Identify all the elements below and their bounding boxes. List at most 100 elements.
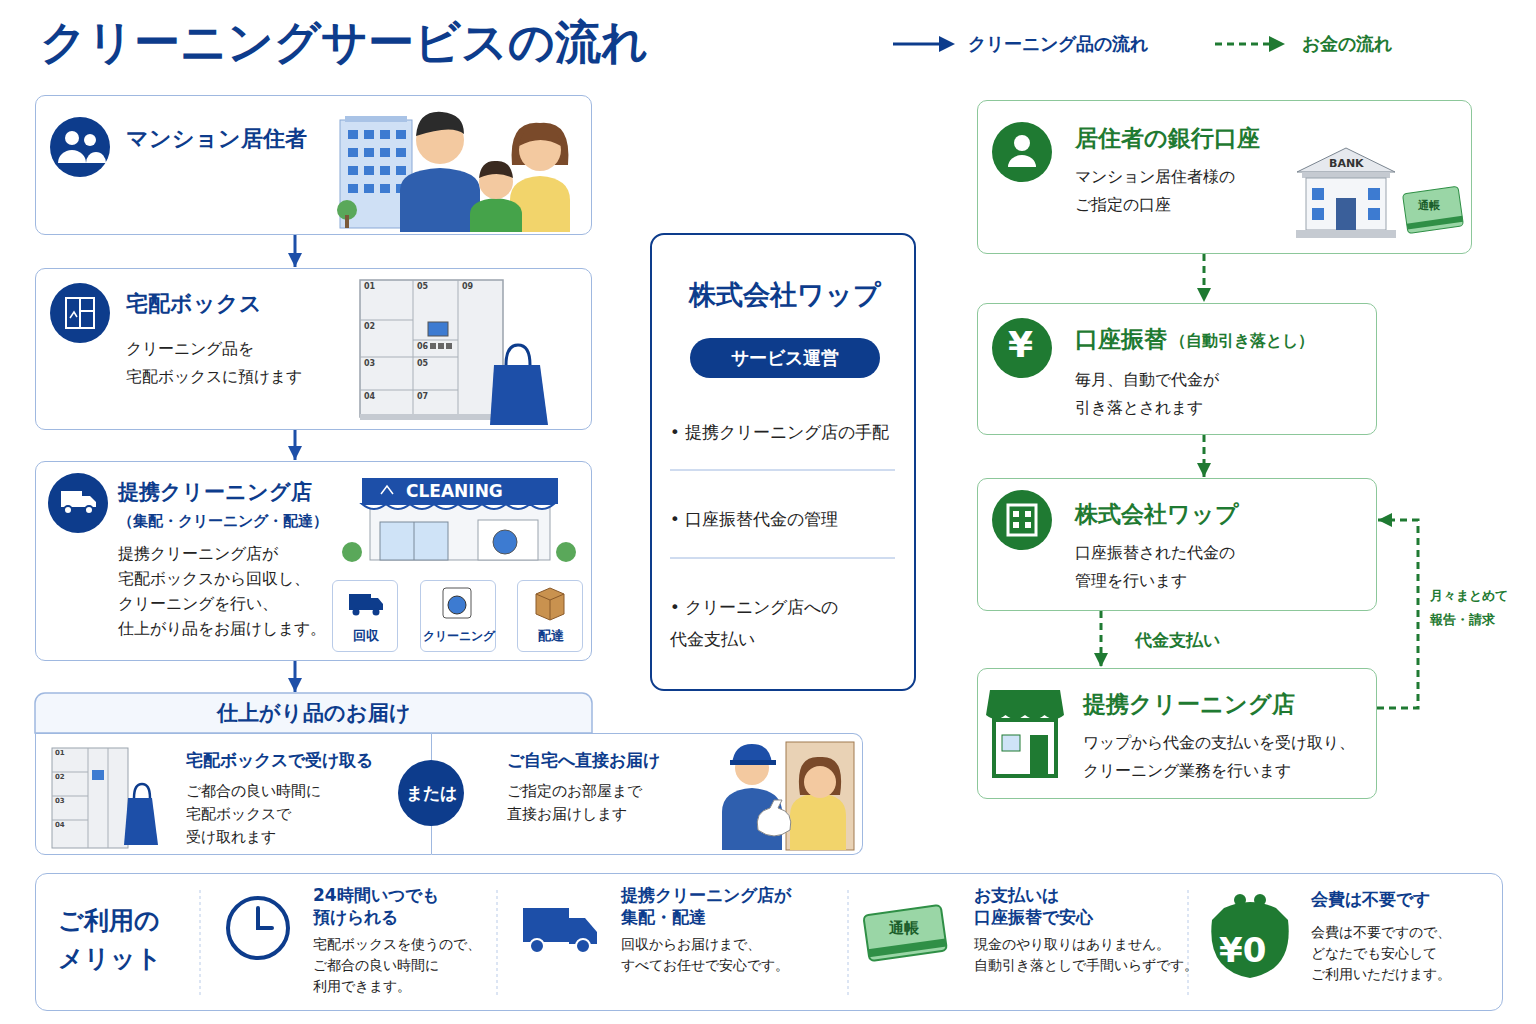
money-flow-arrow <box>1203 435 1206 477</box>
node-text: ワップから代金の支払いを受け取り、 クリーニング業務を行います <box>1083 729 1368 785</box>
delivery-band: 仕上がり品のお届け宅配ボックスで受け取るご都合の良い時間に 宅配ボックスで 受け… <box>35 693 863 855</box>
purse-icon <box>1211 894 1288 978</box>
node-text: 口座振替された代金の 管理を行います <box>1075 539 1275 595</box>
step-box: クリーニング <box>420 580 496 652</box>
divider <box>670 470 895 471</box>
band-header <box>35 693 592 733</box>
page-title: クリーニングサービスの流れ <box>40 12 648 74</box>
apartment-building <box>337 116 416 228</box>
node-heading: または <box>398 781 464 805</box>
node-text: 現金のやり取りはありません。 自動引き落としで手間いらずです。 <box>974 934 1202 976</box>
merit-item: お支払いは 口座振替で安心現金のやり取りはありません。 自動引き落としで手間いら… <box>856 880 1201 1006</box>
operator-box: 株式会社ワップ • 提携クリーニング店の手配 • 口座振替代金の管理 • クリーニング… <box>650 233 916 691</box>
node-text: • 口座振替代金の管理 <box>670 507 914 533</box>
residents-icon <box>50 117 110 177</box>
node-text: ご指定のお部屋まで 直接お届けします <box>507 780 672 826</box>
item-flow-arrow <box>294 661 297 692</box>
money-flow-arrow <box>1203 254 1206 302</box>
illustration-label: 05 <box>417 283 428 292</box>
passbook-merit <box>863 905 947 961</box>
node-text: 提携クリーニング店が 宅配ボックスから回収し、 クリーニングを行い、 仕上がり品… <box>118 542 348 642</box>
node-heading: 宅配ボックスで受け取る <box>186 748 416 772</box>
illustration-label: CLEANING <box>406 482 503 501</box>
home-option: ご自宅へ直接お届けご指定のお部屋まで 直接お届けします <box>432 733 863 855</box>
illustration-label: 01 <box>364 283 375 292</box>
merit-item: 提携クリーニング店が 集配・配達回収からお届けまで、 すべてお任せで安心です。 <box>516 880 846 1006</box>
item-flow-arrow <box>294 430 297 460</box>
bank-building <box>1296 148 1396 238</box>
company-icon <box>992 490 1052 550</box>
illustration-label: 02 <box>364 323 375 332</box>
pickup-option: 宅配ボックスで受け取るご都合の良い時間に 宅配ボックスで 受け取れます <box>35 733 432 855</box>
node-heading: クリーニング <box>421 627 497 645</box>
node-text: 宅配ボックスを使うので、 ご都合の良い時間に 利用できます。 <box>313 934 488 997</box>
money-flow-arrow <box>1100 611 1103 667</box>
node-text: 毎月、自動で代金が 引き落とされます <box>1075 366 1265 422</box>
process-icons <box>349 588 564 620</box>
node-text: 回収からお届けまで、 すべてお任せで安心です。 <box>621 934 806 976</box>
node-heading: 回収 <box>333 627 399 645</box>
node-heading: ご自宅へ直接お届け <box>507 748 737 772</box>
edge-label: 月々まとめて 報告・請求 <box>1428 584 1524 632</box>
node-heading: 提携クリーニング店 <box>118 478 368 506</box>
merit-item: 24時間いつでも 預けられる宅配ボックスを使うので、 ご都合の良い時間に 利用で… <box>216 880 476 1006</box>
node-heading: 24時間いつでも 預けられる <box>313 884 463 928</box>
partner-shop-box: 提携クリーニング店ワップから代金の支払いを受け取り、 クリーニング業務を行います <box>977 668 1377 799</box>
node-heading: 仕上がり品のお届け <box>35 699 592 727</box>
role-pill: サービス運営 <box>690 338 880 378</box>
node-heading: 配達 <box>518 627 584 645</box>
illustration-label: 07 <box>417 393 428 402</box>
resident-box: マンション居住者 <box>35 95 592 235</box>
node-heading: お支払いは 口座振替で安心 <box>974 884 1124 928</box>
divider <box>670 558 895 559</box>
node-text: （自動引き落とし） <box>1170 330 1340 352</box>
node-heading: 株式会社ワップ <box>1075 499 1325 529</box>
node-heading: 株式会社ワップ <box>652 277 918 313</box>
illustration-label: 01 <box>55 750 65 758</box>
illustration-label: 03 <box>364 360 375 369</box>
or-circle: または <box>398 760 464 826</box>
truck-merit-icon <box>523 908 597 953</box>
node-text: ご都合の良い時間に 宅配ボックスで 受け取れます <box>186 780 351 849</box>
delivery-locker <box>360 280 503 420</box>
illustration-label: 04 <box>55 822 65 830</box>
node-heading: サービス運営 <box>690 345 880 371</box>
step-box: 配達 <box>517 580 583 652</box>
legend-sample <box>893 32 955 56</box>
node-text: • 提携クリーニング店の手配 <box>670 420 914 446</box>
node-heading: 口座振替 <box>1075 324 1175 354</box>
node-heading: 提携クリーニング店が 集配・配達 <box>621 884 811 928</box>
item-flow-arrow <box>294 235 297 267</box>
illustration-label: 通帳 <box>889 920 919 937</box>
shop-box: 提携クリーニング店 （集配・クリーニング・配達） 提携クリーニング店が 宅配ボックス… <box>35 461 592 661</box>
node-heading: ご利用の メリット <box>58 902 168 978</box>
truck-icon <box>48 473 108 533</box>
node-heading: 会費は不要です <box>1311 888 1481 910</box>
node-text: （集配・クリーニング・配達） <box>118 510 368 532</box>
money-flow-arrow <box>1377 520 1418 708</box>
illustration-label: 04 <box>364 393 375 402</box>
legend-text: お金の流れ <box>1302 32 1392 56</box>
illustration-label: 02 <box>55 774 65 782</box>
illustration-label: 03 <box>55 798 65 806</box>
cleaning-shop <box>342 478 576 562</box>
locker-box: 宅配ボックスクリーニング品を 宅配ボックスに預けます <box>35 268 592 430</box>
illustration-label: 09 <box>462 283 473 292</box>
debit-box: 口座振替（自動引き落とし） 毎月、自動で代金が 引き落とされます <box>977 303 1377 435</box>
bank-box: 居住者の銀行口座マンション居住者様の ご指定の口座 <box>977 100 1472 254</box>
node-heading: マンション居住者 <box>126 124 326 154</box>
yen-icon <box>992 318 1052 378</box>
illustration-label: 05 <box>417 360 428 369</box>
illustration-label: 06 <box>417 343 428 352</box>
step-box: 回収 <box>332 580 398 652</box>
clock-icon <box>228 898 288 958</box>
illustration-label: ¥ <box>1008 325 1033 365</box>
merit-separators <box>200 890 1188 995</box>
delivery-illustration <box>722 742 854 850</box>
illustration-label: BANK <box>1329 158 1364 170</box>
small-locker <box>52 748 158 848</box>
node-text: • クリーニング店への 代金支払い <box>670 592 914 656</box>
node-text: クリーニング品を 宅配ボックスに預けます <box>126 335 366 391</box>
